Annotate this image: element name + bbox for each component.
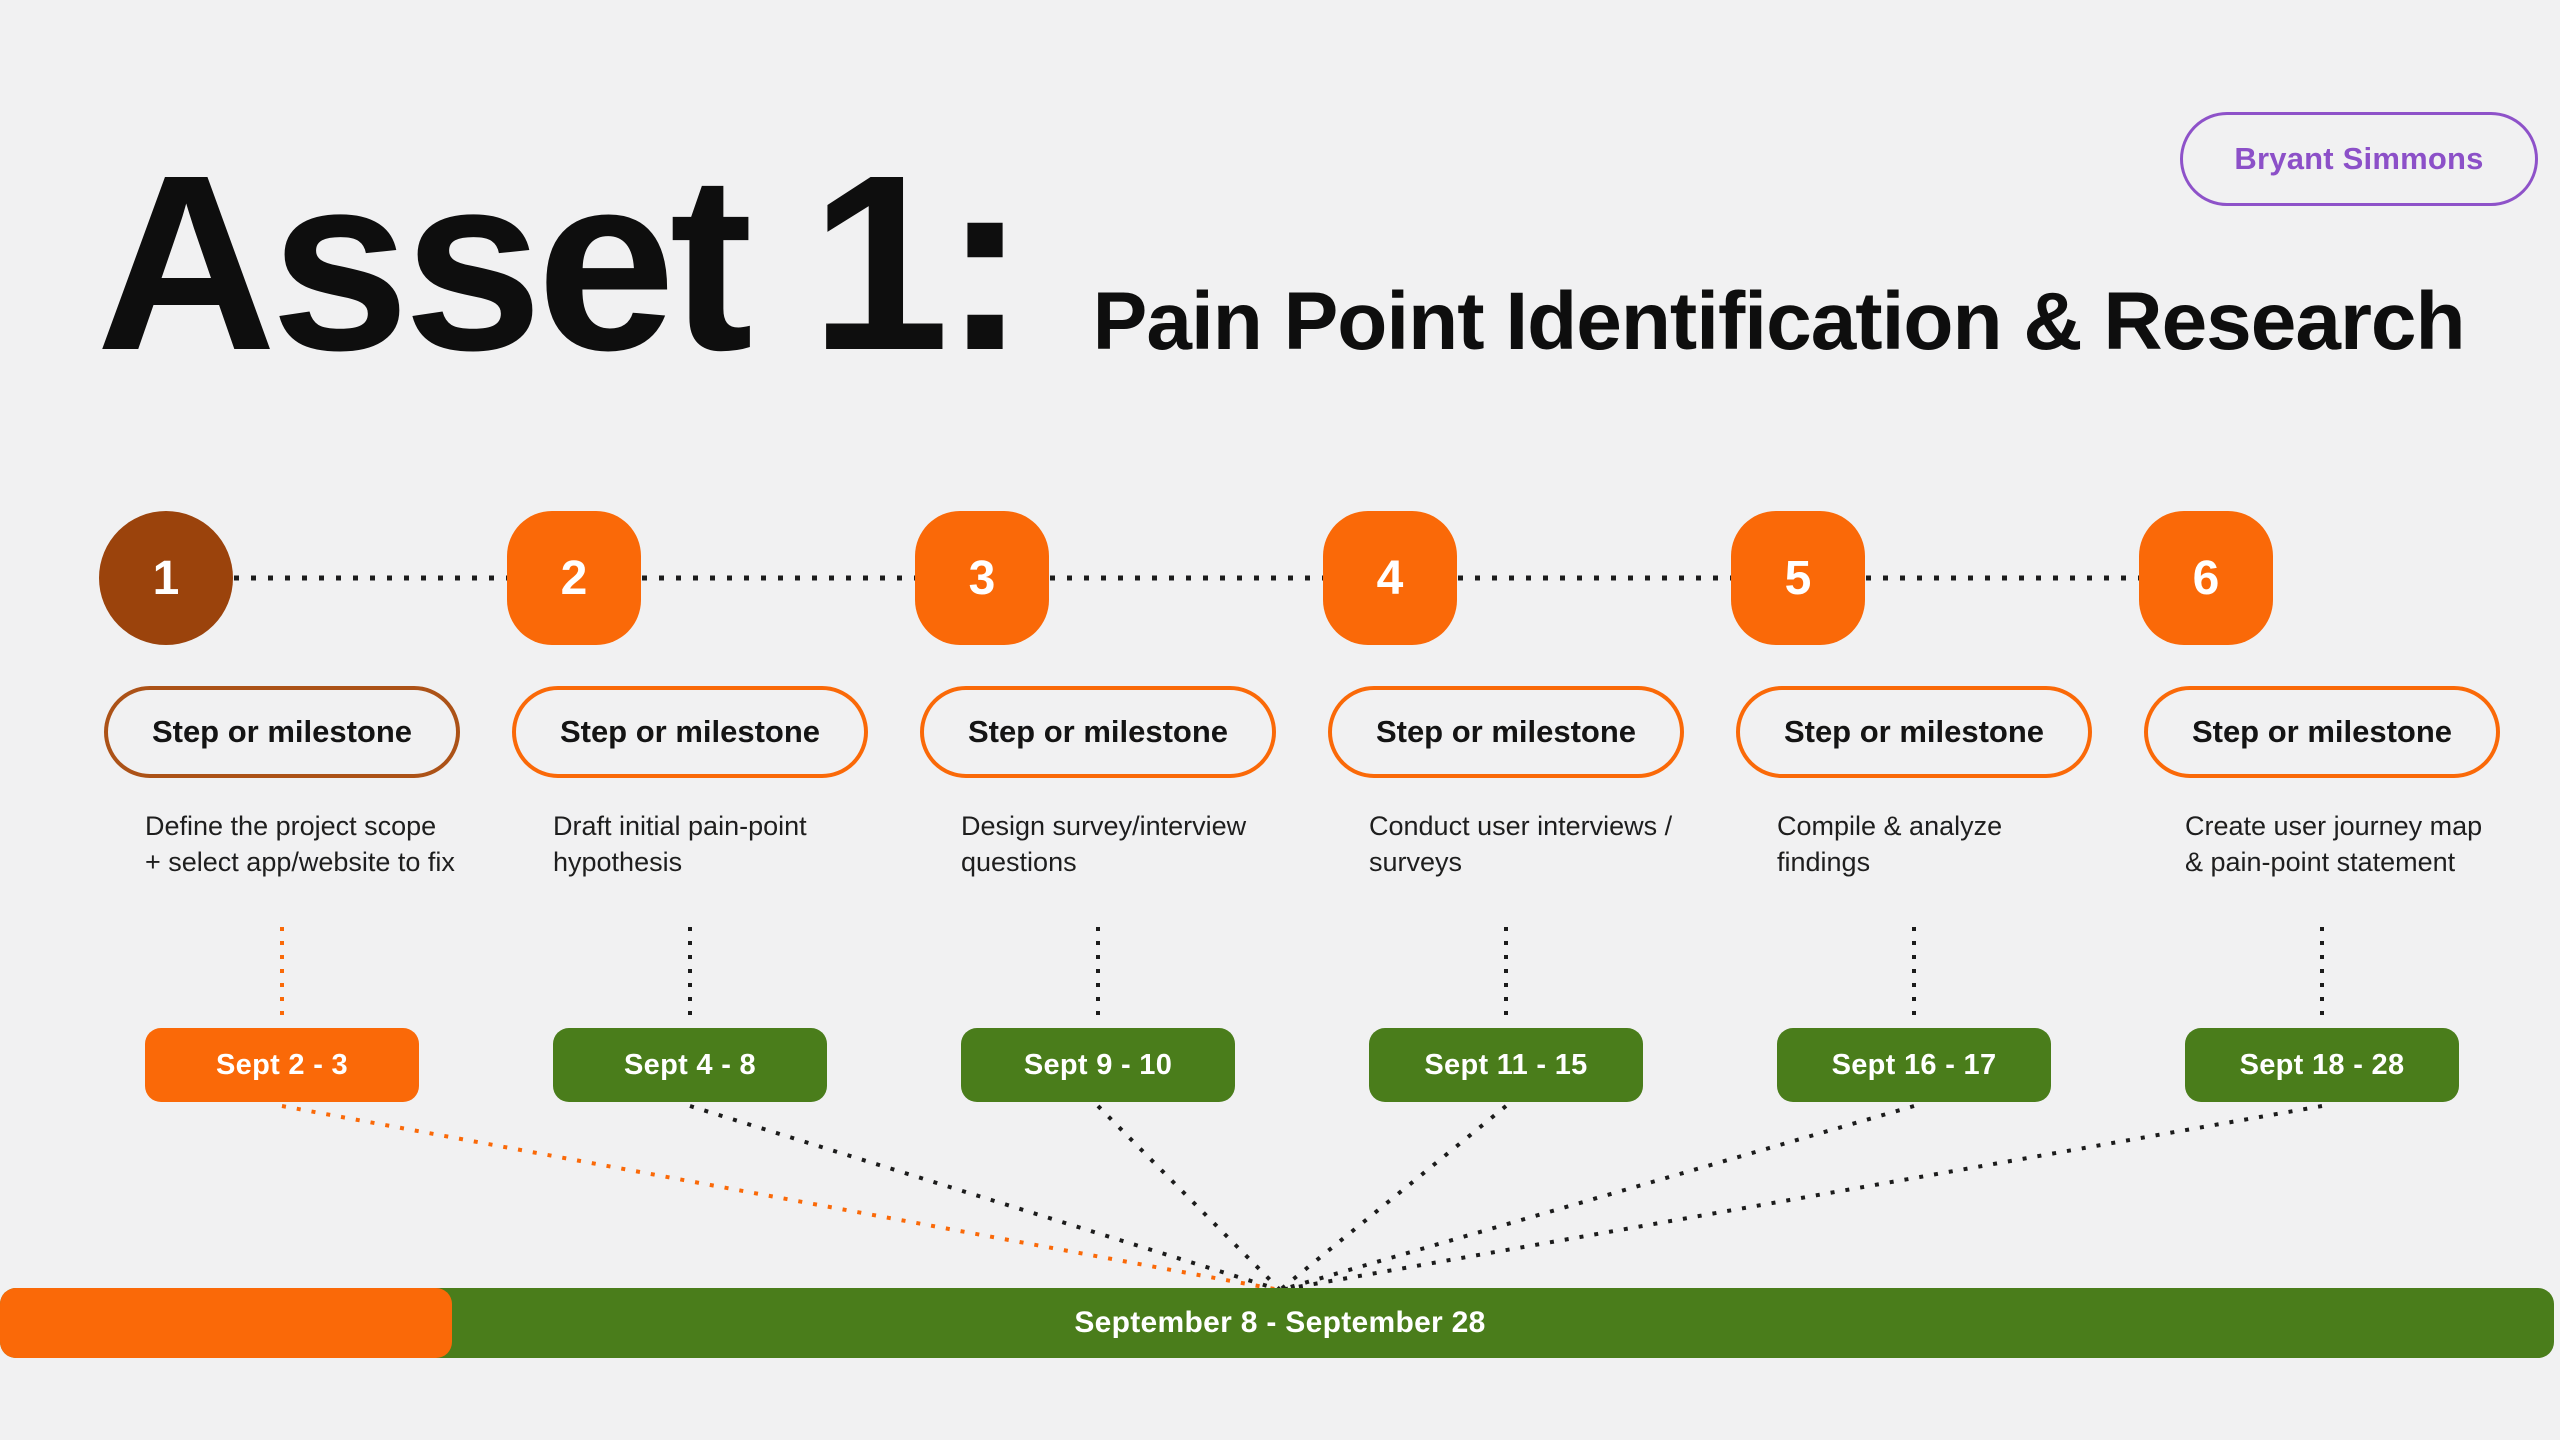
step-node-3: 3 xyxy=(915,511,1049,645)
step-pill-1[interactable]: Step or milestone xyxy=(104,686,460,778)
step-pill-3[interactable]: Step or milestone xyxy=(920,686,1276,778)
step-description-2: Draft initial pain-point hypothesis xyxy=(553,811,807,877)
step-description-1: Define the project scope + select app/we… xyxy=(145,811,455,877)
step-pill-2[interactable]: Step or milestone xyxy=(512,686,868,778)
step-node-1: 1 xyxy=(99,511,233,645)
date-badge-label-3: Sept 9 - 10 xyxy=(1023,1048,1173,1081)
step-number-1: 1 xyxy=(152,551,180,605)
date-badge-4: Sept 11 - 15 xyxy=(1369,1028,1643,1102)
date-badge-3: Sept 9 - 10 xyxy=(961,1028,1235,1102)
owner-badge[interactable]: Bryant Simmons xyxy=(2180,112,2538,206)
diag-line-1 xyxy=(281,1104,1281,1292)
step-pill-label-2: Step or milestone xyxy=(559,714,821,749)
step-number-6: 6 xyxy=(2192,551,2220,605)
date-badge-label-4: Sept 11 - 15 xyxy=(1424,1048,1588,1081)
date-badge-label-5: Sept 16 - 17 xyxy=(1831,1048,1997,1081)
step-pill-label-1: Step or milestone xyxy=(151,714,413,749)
diag-line-6 xyxy=(1279,1104,2323,1292)
page-header: Asset 1: Pain Point Identification & Res… xyxy=(96,138,2516,388)
step-description-5: Compile & analyze findings xyxy=(1777,811,2003,877)
step-number-3: 3 xyxy=(968,551,996,605)
step-number-4: 4 xyxy=(1376,551,1404,605)
date-badge-5: Sept 16 - 17 xyxy=(1777,1028,2051,1102)
date-badge-1: Sept 2 - 3 xyxy=(145,1028,419,1102)
step-description-4: Conduct user interviews / surveys xyxy=(1369,811,1673,877)
diag-line-4 xyxy=(1278,1104,1508,1292)
step-description-3: Design survey/interview questions xyxy=(961,811,1247,877)
diag-line-5 xyxy=(1279,1104,1915,1292)
step-description-6: Create user journey map & pain-point sta… xyxy=(2185,811,2483,877)
step-node-2: 2 xyxy=(507,511,641,645)
date-badge-label-2: Sept 4 - 8 xyxy=(624,1048,756,1081)
step-node-5: 5 xyxy=(1731,511,1865,645)
step-pill-label-4: Step or milestone xyxy=(1375,714,1637,749)
diag-line-2 xyxy=(689,1104,1281,1292)
step-number-5: 5 xyxy=(1784,551,1812,605)
step-pill-6[interactable]: Step or milestone xyxy=(2144,686,2500,778)
timeline-bar-highlight xyxy=(0,1288,452,1358)
owner-badge-label: Bryant Simmons xyxy=(2234,141,2484,176)
step-pill-label-5: Step or milestone xyxy=(1783,714,2045,749)
date-badge-2: Sept 4 - 8 xyxy=(553,1028,827,1102)
step-pill-label-3: Step or milestone xyxy=(967,714,1229,749)
page-subtitle: Pain Point Identification & Research xyxy=(1092,276,2466,367)
date-badge-6: Sept 18 - 28 xyxy=(2185,1028,2459,1102)
date-badge-label-6: Sept 18 - 28 xyxy=(2239,1048,2405,1081)
step-pill-4[interactable]: Step or milestone xyxy=(1328,686,1684,778)
date-badge-label-1: Sept 2 - 3 xyxy=(216,1048,348,1081)
page-title: Asset 1: xyxy=(96,123,1027,402)
step-number-2: 2 xyxy=(560,551,588,605)
step-pill-label-6: Step or milestone xyxy=(2191,714,2453,749)
step-node-4: 4 xyxy=(1323,511,1457,645)
step-pill-5[interactable]: Step or milestone xyxy=(1736,686,2092,778)
step-node-6: 6 xyxy=(2139,511,2273,645)
